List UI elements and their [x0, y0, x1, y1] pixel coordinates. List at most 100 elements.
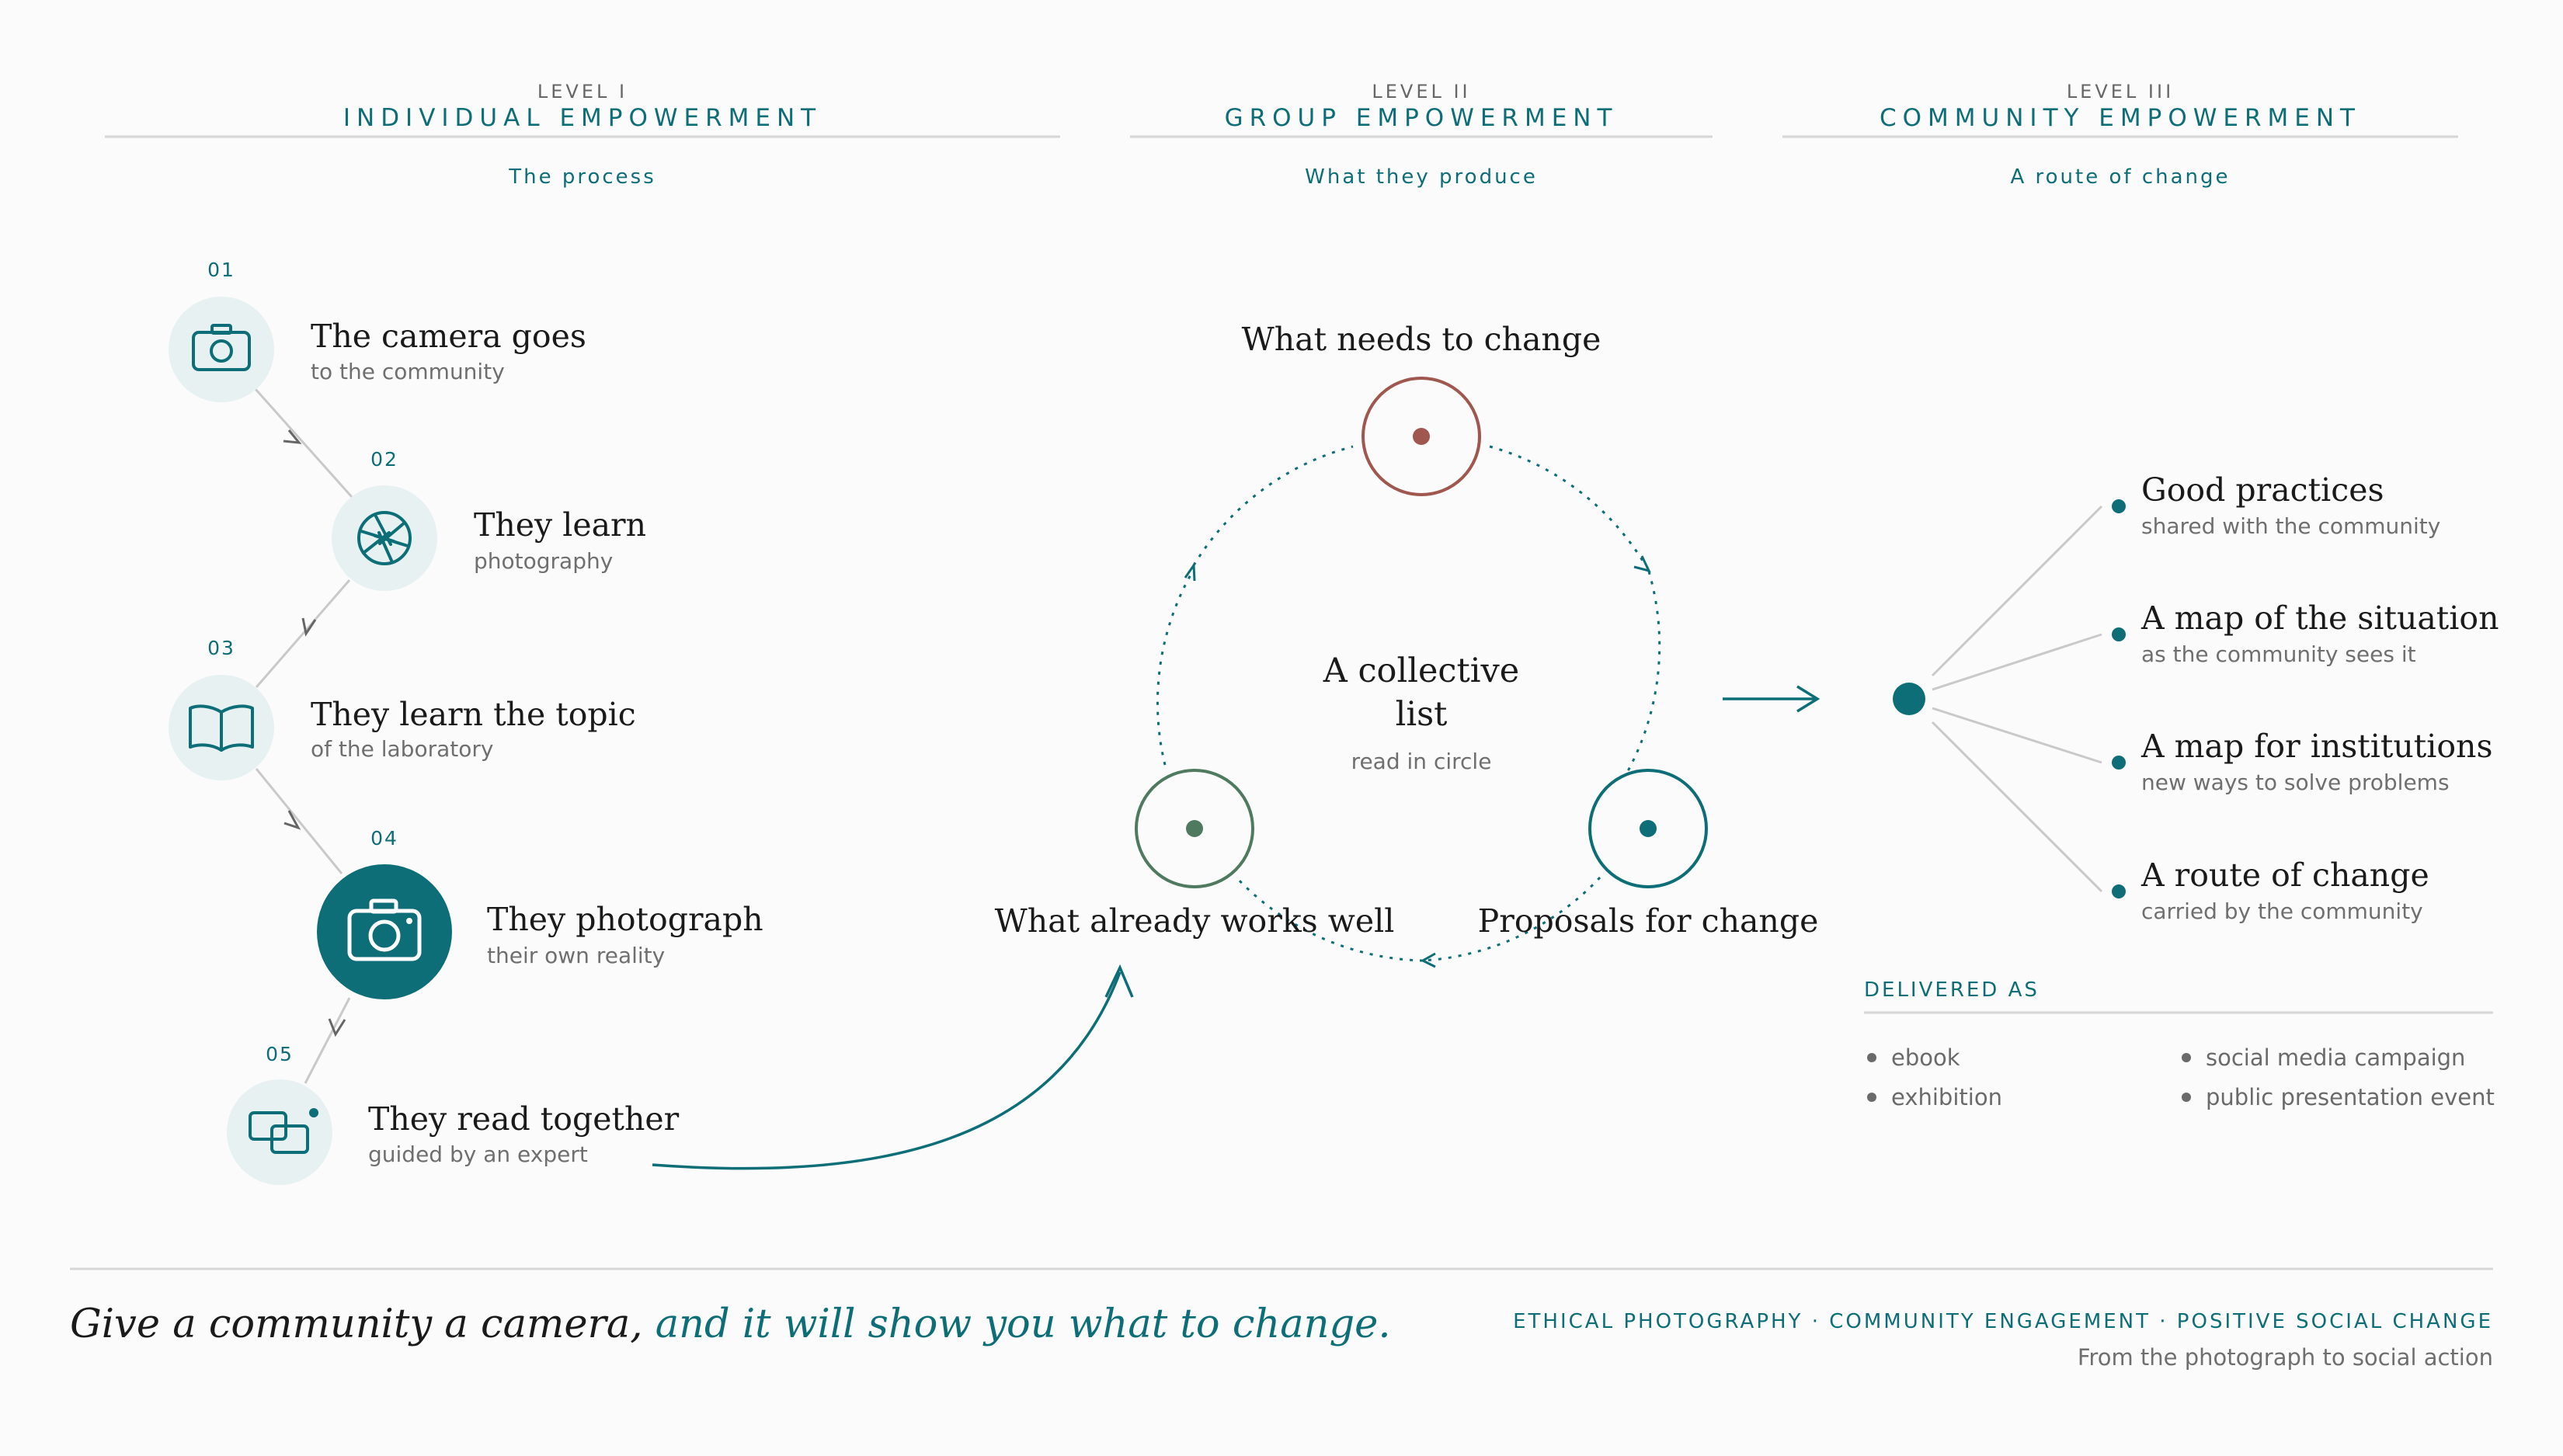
outcome-2: A map of the situation as the community …: [2140, 599, 2499, 667]
cycle-center-title-line2: list: [1396, 695, 1448, 734]
column-header-1: LEVEL I INDIVIDUAL EMPOWERMENT The proce…: [105, 81, 1060, 189]
cycle-node-needs-change: What needs to change: [1242, 321, 1601, 496]
step-subtitle: guided by an expert: [368, 1142, 588, 1167]
step-icon-circle: [227, 1079, 332, 1185]
outcome-1: Good practices shared with the community: [2141, 471, 2440, 539]
step-icon-circle: [169, 297, 274, 402]
column-subtitle: What they produce: [1305, 165, 1538, 189]
delivered-item: social media campaign: [2206, 1044, 2465, 1071]
step-subtitle: their own reality: [487, 943, 665, 968]
outcome-subtitle: carried by the community: [2141, 898, 2423, 924]
step-subtitle: photography: [474, 548, 613, 574]
column-header-3: LEVEL III COMMUNITY EMPOWERMENT A route …: [1782, 81, 2458, 189]
outcome-dot: [2112, 499, 2126, 513]
step-02: 02 They learn photography: [332, 448, 646, 591]
step-title: They read together: [368, 1100, 680, 1138]
step-number: 05: [266, 1043, 294, 1065]
tagline-part2: and it will show you what to change.: [643, 1301, 1391, 1347]
outcome-subtitle: shared with the community: [2141, 513, 2440, 539]
tagline-part1: Give a community a camera,: [70, 1301, 643, 1347]
hub-dot: [1893, 683, 1925, 715]
outcome-subtitle: as the community sees it: [2141, 641, 2416, 667]
connector-1-2: [253, 387, 353, 498]
outcomes-fan: [1893, 499, 2126, 898]
cycle-arc: [1192, 445, 1354, 566]
fan-line: [1932, 707, 2102, 764]
footer-note: From the photograph to social action: [2078, 1344, 2493, 1371]
step-title: The camera goes: [311, 318, 586, 355]
footer: Give a community a camera, and it will s…: [70, 1267, 2493, 1371]
step-number: 03: [207, 637, 235, 659]
column-level: LEVEL III: [2067, 81, 2174, 103]
connector-3-4: [255, 768, 343, 874]
fan-line: [1931, 505, 2103, 677]
fan-line: [1931, 721, 2103, 893]
column-subtitle: A route of change: [2010, 165, 2230, 189]
outcome-dot: [2112, 756, 2126, 770]
arrow-head-icon: [1104, 964, 1134, 998]
footer-tags: ETHICAL PHOTOGRAPHY · COMMUNITY ENGAGEME…: [1513, 1310, 2493, 1333]
step-connectors: [253, 387, 353, 1084]
camera-icon: [347, 898, 422, 961]
delivered-item: public presentation event: [2206, 1084, 2495, 1110]
chevron-down-icon: [301, 617, 317, 637]
open-book-icon: [189, 704, 254, 752]
footer-tagline: Give a community a camera, and it will s…: [70, 1301, 1391, 1347]
step-number: 02: [370, 448, 398, 471]
arrow-head-icon: [1633, 555, 1651, 573]
outcome-dot: [2112, 884, 2126, 898]
chevron-down-icon: [283, 810, 301, 830]
aperture-icon: [357, 511, 412, 565]
camera-icon: [192, 324, 251, 371]
connector-2-3: [255, 579, 351, 688]
bullet: [2182, 1053, 2191, 1062]
column-title: GROUP EMPOWERMENT: [1225, 104, 1619, 132]
outcome-title: A route of change: [2140, 857, 2429, 894]
column-header-2: LEVEL II GROUP EMPOWERMENT What they pro…: [1130, 81, 1713, 189]
chevron-down-icon: [328, 1018, 346, 1037]
step-title: They learn: [474, 506, 646, 544]
cycle-node-works-well: What already works well: [995, 769, 1395, 940]
arrow-head-icon: [1796, 685, 1821, 713]
step-01: 01 The camera goes to the community: [169, 259, 586, 402]
step-subtitle: to the community: [311, 359, 505, 384]
cycle-arc: [1623, 571, 1661, 777]
column-title: INDIVIDUAL EMPOWERMENT: [343, 104, 822, 132]
cycle-arc: [1235, 876, 1424, 962]
delivered-as: DELIVERED AS ebook exhibition social med…: [1864, 978, 2495, 1110]
step-04: 04 They photograph their own reality: [317, 827, 763, 999]
cycle-node-proposals: Proposals for change: [1478, 769, 1819, 940]
outcome-dot: [2112, 627, 2126, 641]
connector-4-5: [304, 997, 351, 1084]
bullet: [2182, 1093, 2191, 1102]
cycle-center-title-line1: A collective: [1323, 652, 1520, 690]
step-subtitle: of the laboratory: [311, 736, 493, 762]
cycle-center-subtitle: read in circle: [1351, 749, 1492, 774]
step-title: They photograph: [487, 901, 763, 938]
step-05: 05 They read together guided by an exper…: [227, 1043, 680, 1185]
outcome-title: Good practices: [2141, 471, 2384, 509]
delivered-heading: DELIVERED AS: [1864, 978, 2040, 1002]
step-number: 01: [207, 259, 235, 281]
outcome-title: A map for institutions: [2140, 728, 2492, 765]
fan-line: [1932, 633, 2102, 691]
collective-cycle: What needs to change Proposals for chang…: [995, 321, 1819, 968]
column-subtitle: The process: [508, 165, 656, 189]
bullet: [1867, 1093, 1876, 1102]
chevron-down-icon: [283, 429, 302, 444]
column-level: LEVEL II: [1372, 81, 1470, 103]
step-title: They learn the topic: [311, 696, 636, 733]
column-title: COMMUNITY EMPOWERMENT: [1880, 104, 2361, 132]
step-03: 03 They learn the topic of the laborator…: [169, 637, 636, 780]
step-icon-circle-active: [317, 864, 452, 999]
outcome-title: A map of the situation: [2140, 599, 2499, 637]
delivered-item: exhibition: [1891, 1084, 2002, 1110]
outcome-4: A route of change carried by the communi…: [2140, 857, 2429, 924]
outcome-3: A map for institutions new ways to solve…: [2140, 728, 2492, 795]
column-level: LEVEL I: [537, 81, 628, 103]
node-label: Proposals for change: [1478, 902, 1819, 940]
node-label: What already works well: [995, 902, 1395, 940]
cycle-arc: [1156, 570, 1195, 766]
outcome-subtitle: new ways to solve problems: [2141, 770, 2450, 795]
